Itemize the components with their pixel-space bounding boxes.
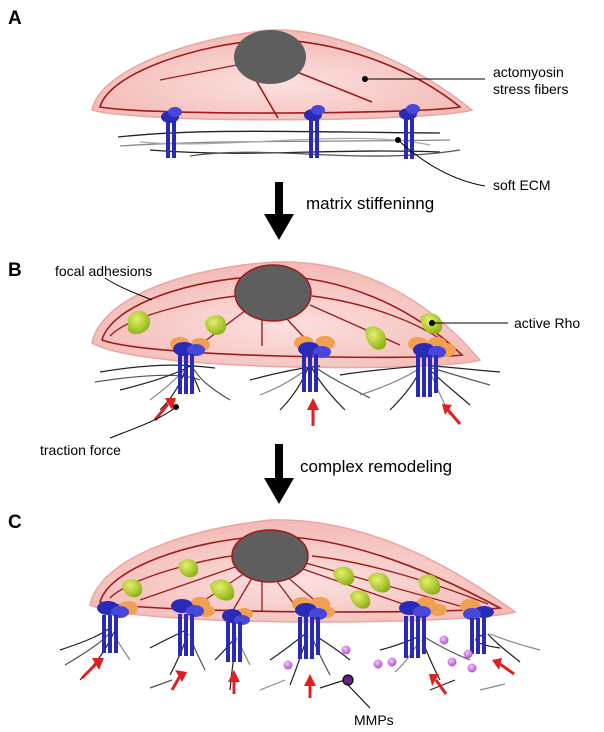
stress-fiber bbox=[109, 555, 233, 599]
ecm-label: soft ECM bbox=[493, 177, 551, 193]
nucleus bbox=[234, 264, 312, 322]
traction-arrow bbox=[492, 658, 515, 676]
focal-adhesion bbox=[97, 601, 138, 653]
focal-adhesion bbox=[171, 597, 215, 656]
traction-arrow bbox=[170, 670, 187, 691]
leader-line bbox=[109, 406, 177, 439]
mmp-molecule bbox=[447, 657, 457, 667]
focal-adhesion bbox=[399, 597, 447, 658]
rho-protein bbox=[350, 590, 371, 609]
mmp-molecule bbox=[341, 645, 351, 655]
integrin bbox=[304, 105, 325, 158]
stress-fibers-label: actomyosin bbox=[493, 64, 564, 80]
focal-adhesion bbox=[222, 608, 253, 662]
mmp-molecule bbox=[342, 674, 354, 686]
panel-b-letter: B bbox=[8, 260, 22, 281]
focal-adhesion bbox=[294, 336, 335, 392]
traction-arrow bbox=[307, 398, 319, 426]
traction-arrow bbox=[80, 658, 104, 680]
rho-protein bbox=[205, 315, 227, 335]
mmp-molecule bbox=[467, 663, 477, 673]
transition-arrow: matrix stiffeninng bbox=[264, 182, 434, 240]
traction-force-label: traction force bbox=[40, 442, 121, 458]
leader-line bbox=[104, 277, 153, 301]
mmp-molecule bbox=[373, 659, 383, 669]
focal-adhesion bbox=[170, 337, 210, 394]
panel-a: A bbox=[8, 8, 568, 193]
mmp-molecule bbox=[439, 635, 449, 645]
focal-adhesions-label: focal adhesions bbox=[55, 263, 152, 279]
stress-fiber bbox=[311, 555, 489, 605]
mmp-molecule bbox=[387, 657, 397, 667]
stress-fiber bbox=[291, 69, 373, 103]
traction-arrow bbox=[429, 674, 448, 695]
leader-line bbox=[397, 139, 486, 187]
focal-adhesion bbox=[408, 337, 456, 397]
traction-arrow bbox=[442, 404, 462, 425]
focal-adhesion bbox=[292, 597, 335, 659]
ecm-fibers bbox=[94, 364, 501, 416]
mmp-molecule bbox=[463, 649, 473, 659]
rho-protein bbox=[178, 559, 199, 578]
rho-protein bbox=[128, 310, 150, 335]
nucleus bbox=[231, 529, 309, 583]
traction-arrow bbox=[153, 398, 176, 421]
panel-b: B bbox=[8, 260, 580, 458]
mmp-molecule bbox=[283, 660, 293, 670]
panel-a-letter: A bbox=[8, 8, 22, 29]
stress-fiber bbox=[101, 275, 464, 359]
rho-protein bbox=[368, 572, 391, 593]
integrin bbox=[399, 104, 420, 159]
panel-c-letter: C bbox=[8, 512, 22, 533]
rho-protein bbox=[122, 579, 143, 598]
panel-c: C bbox=[8, 512, 541, 728]
transition-label: complex remodeling bbox=[300, 457, 452, 476]
mmps-label: MMPs bbox=[354, 712, 394, 728]
rho-protein bbox=[210, 579, 235, 601]
active-rho-label: active Rho bbox=[514, 315, 580, 331]
stress-fiber bbox=[109, 295, 237, 337]
stress-fibers-label: stress fibers bbox=[493, 81, 568, 97]
rho-protein bbox=[365, 326, 387, 350]
traction-arrow bbox=[228, 670, 240, 694]
stress-fiber bbox=[98, 535, 503, 613]
focal-adhesion bbox=[460, 599, 494, 654]
rho-protein bbox=[418, 574, 441, 595]
stress-fiber bbox=[98, 39, 462, 114]
nucleus bbox=[234, 30, 306, 84]
rho-protein bbox=[333, 566, 355, 586]
leader-line bbox=[347, 684, 371, 709]
traction-arrow bbox=[304, 674, 316, 698]
integrin bbox=[161, 107, 182, 158]
transition-label: matrix stiffeninng bbox=[306, 194, 434, 213]
transition-arrow: complex remodeling bbox=[264, 444, 452, 504]
